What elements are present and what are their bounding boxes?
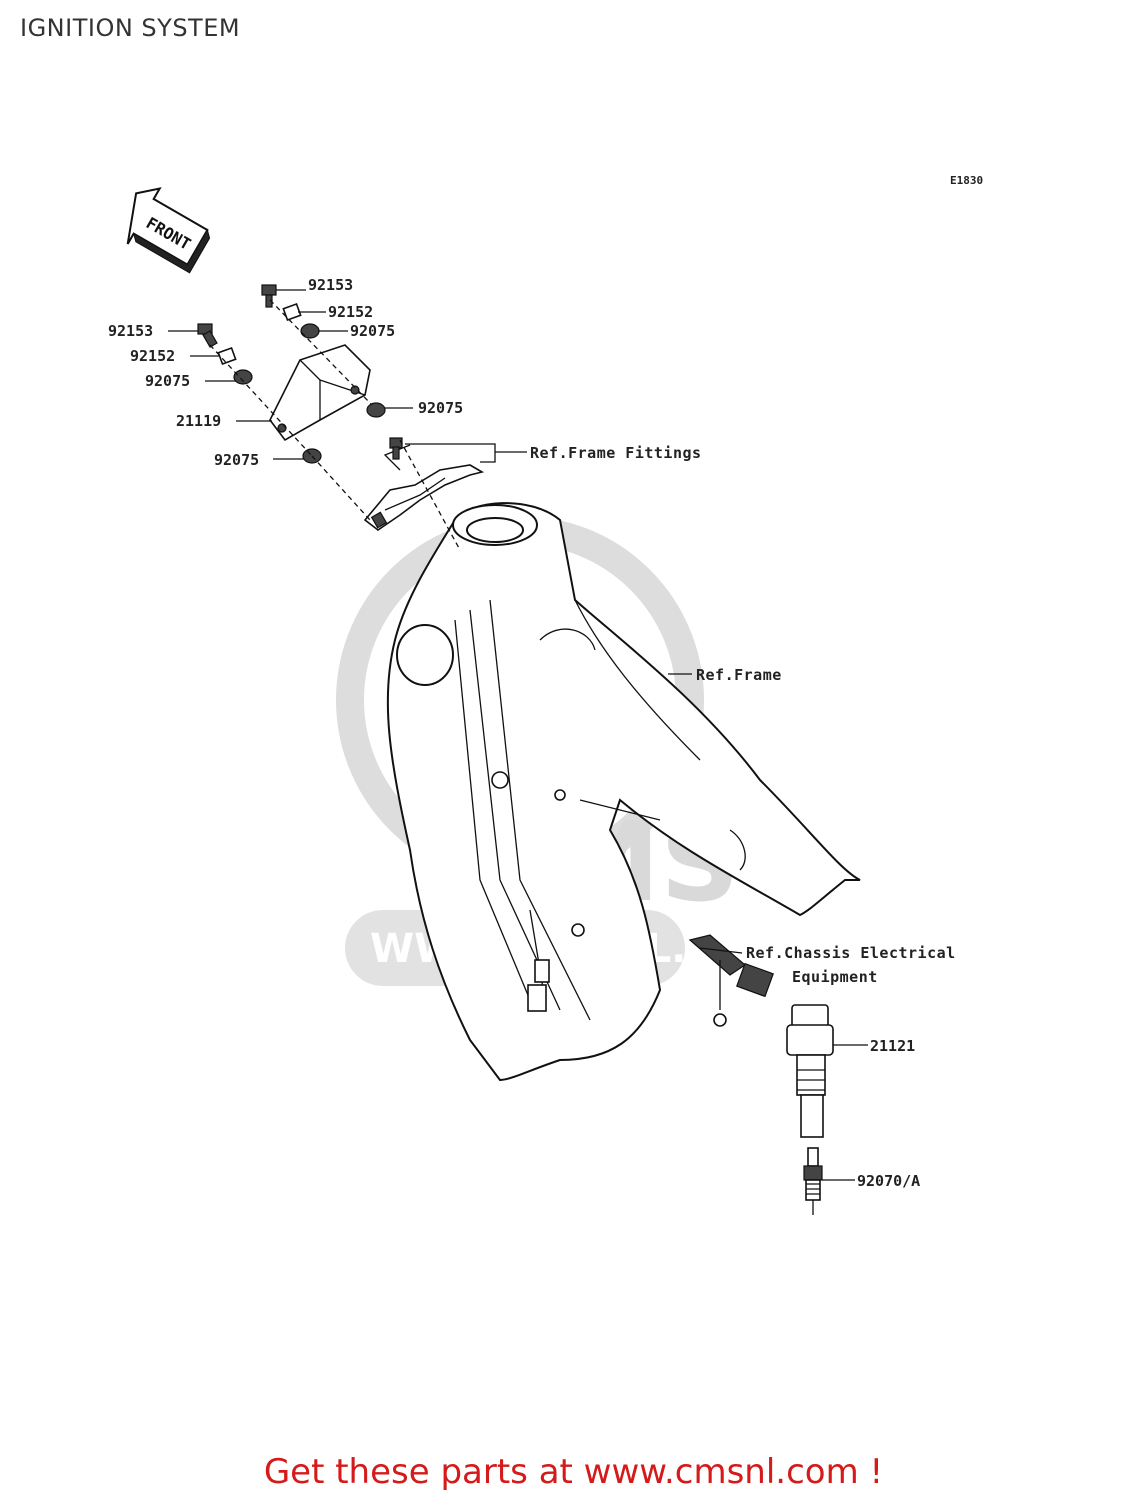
part-label-21119: 21119	[176, 412, 221, 430]
bracket[interactable]	[363, 444, 485, 531]
cta-link[interactable]: Get these parts at www.cmsnl.com !	[263, 1452, 884, 1492]
part-label-92070a: 92070/A	[857, 1172, 920, 1190]
bolt-92153-upper[interactable]	[261, 284, 277, 308]
ref-frame: Ref.Frame	[696, 666, 782, 684]
assembly-lines	[209, 299, 461, 551]
part-label-92075-upper: 92075	[350, 322, 395, 340]
grommet-92075-left[interactable]	[233, 369, 253, 385]
diagram-code: E1830	[950, 174, 983, 187]
part-label-21121: 21121	[870, 1037, 915, 1055]
part-label-92153-upper: 92153	[308, 276, 353, 294]
spark-plug-92070a[interactable]	[803, 1147, 823, 1215]
ref-frame-fittings: Ref.Frame Fittings	[530, 444, 702, 462]
coil-connector[interactable]	[688, 934, 774, 1027]
part-label-92075-left: 92075	[145, 372, 190, 390]
ignition-coil-21121[interactable]	[786, 1004, 834, 1138]
ref-chassis-electrical: Ref.Chassis Electrical	[746, 944, 956, 962]
part-label-92075-right: 92075	[418, 399, 463, 417]
front-arrow-icon: FRONT	[126, 187, 211, 274]
part-label-92075-lower: 92075	[214, 451, 259, 469]
ignition-unit-21119[interactable]	[269, 344, 371, 442]
leader-lines	[168, 289, 868, 1181]
part-label-92152-upper: 92152	[328, 303, 373, 321]
collar-92152-left[interactable]	[217, 346, 237, 366]
grommet-92075-right[interactable]	[366, 402, 386, 418]
part-label-92152-left: 92152	[130, 347, 175, 365]
ref-chassis-equipment: Equipment	[792, 968, 878, 986]
part-label-92153-left: 92153	[108, 322, 153, 340]
page-title: IGNITION SYSTEM	[20, 14, 241, 42]
grommet-92075-upper[interactable]	[300, 323, 320, 339]
bolt-92153-left[interactable]	[197, 323, 218, 348]
frame-drawing	[386, 502, 861, 1082]
parts-diagram: CMS WWW.CMSNL.COM E1830 FRONT	[108, 174, 983, 1215]
collar-92152-upper[interactable]	[282, 302, 302, 322]
